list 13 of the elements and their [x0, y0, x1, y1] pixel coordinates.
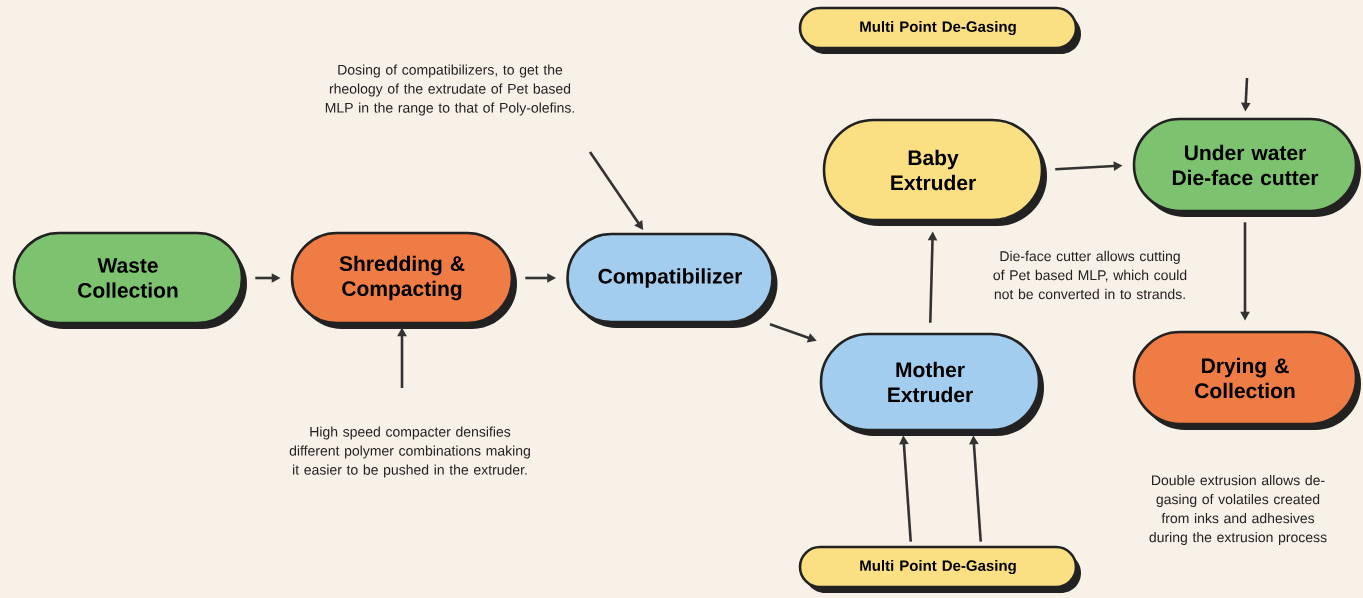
process-pill: Shredding & Compacting	[290, 231, 517, 329]
process-pill: Waste Collection	[12, 231, 247, 329]
process-pill: Compatibilizer	[566, 232, 778, 328]
process-pill: Multi Point De-Gasing	[798, 6, 1081, 54]
process-pill: Drying & Collection	[1132, 330, 1361, 430]
process-pill: Multi Point De-Gasing	[798, 545, 1081, 593]
note-text: Dosing of compatibilizers, to get the rheology of the extrudate of Pet based MLP in the range to that of Poly-olefins.	[325, 64, 574, 116]
process-pill: Baby Extruder	[822, 118, 1047, 226]
note-text: Die-face cutter allows cutting of Pet based MLP, which could not be converted in to strands.	[993, 250, 1187, 300]
process-pill: Mother Extruder	[819, 332, 1044, 436]
note-text: High speed compacter densifies different polymer combinations making it easier to be pushed in the extruder.	[289, 426, 530, 478]
note-text: Double extrusion allows de-gasing of volatiles created from inks and adhesives during the extrusion process	[1149, 474, 1327, 545]
process-pill: Under water Die-face cutter	[1132, 117, 1361, 217]
